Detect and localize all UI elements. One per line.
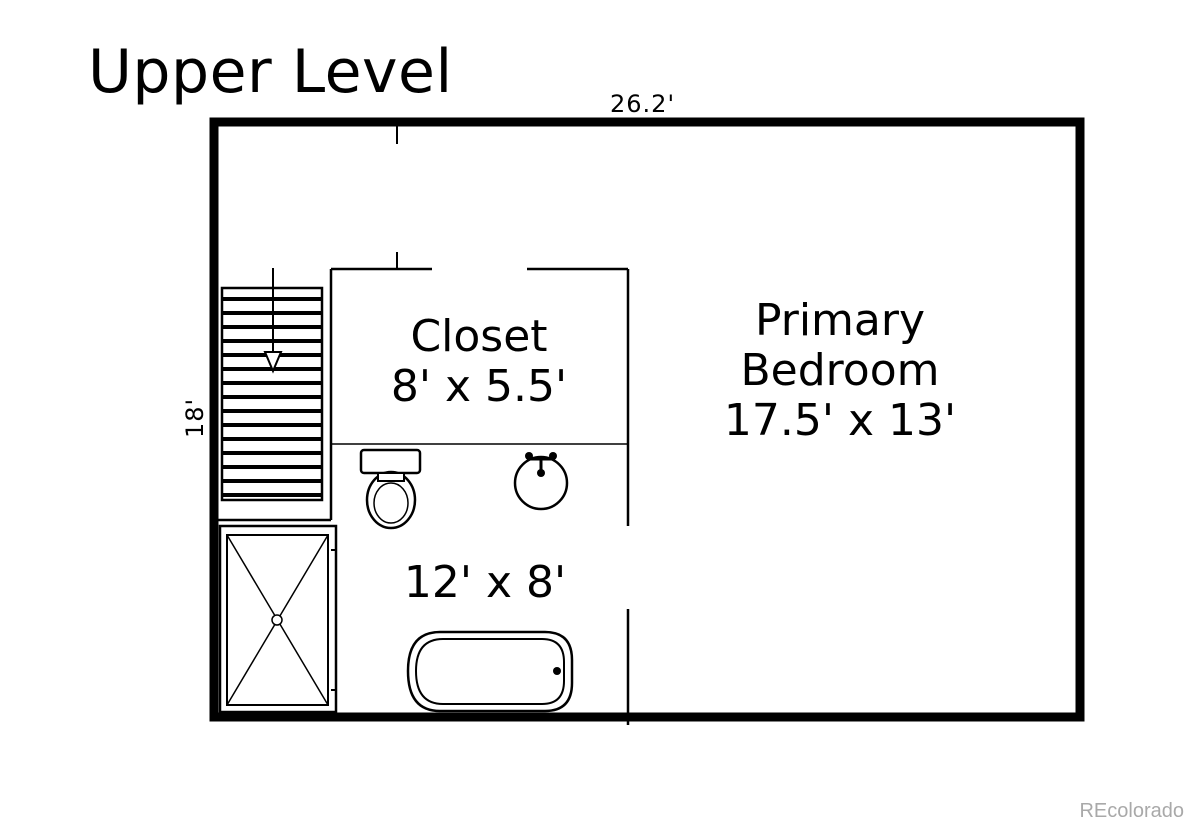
- closet-size: 8' x 5.5': [390, 361, 568, 412]
- primary-bedroom-label: Primary Bedroom 17.5' x 13': [690, 296, 990, 446]
- bedroom-name-line1: Primary: [754, 295, 926, 346]
- bathroom-size: 12' x 8': [403, 557, 567, 608]
- bathtub-icon: [406, 630, 574, 713]
- closet-label: Closet 8' x 5.5': [355, 312, 603, 412]
- page-title: Upper Level: [88, 37, 453, 107]
- bedroom-name-line2: Bedroom: [740, 345, 940, 396]
- staircase: [218, 286, 333, 522]
- shower-icon: [218, 524, 338, 714]
- width-dimension: 26.2': [610, 90, 676, 118]
- closet-name: Closet: [410, 311, 548, 362]
- watermark: REcolorado: [1079, 800, 1184, 822]
- bathroom-label: 12' x 8': [370, 558, 600, 608]
- toilet-icon: [359, 448, 422, 530]
- stair-arrow-icon: [263, 268, 283, 374]
- sink-icon: [513, 452, 569, 511]
- outer-wall: [209, 117, 1085, 722]
- bedroom-size: 17.5' x 13': [723, 395, 957, 446]
- closet-walls: [329, 267, 630, 526]
